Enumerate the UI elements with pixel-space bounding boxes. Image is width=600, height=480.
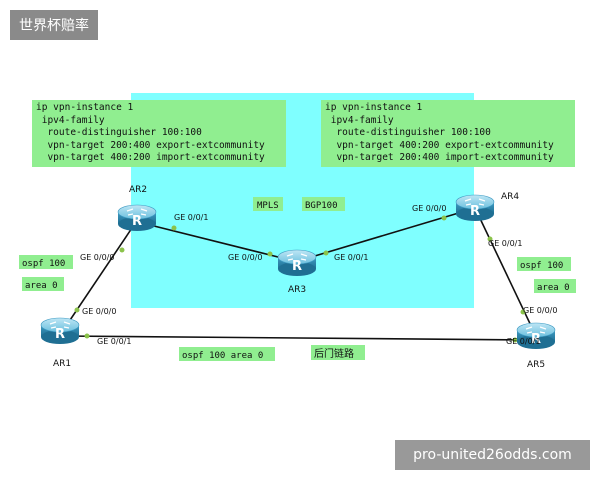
interface-label-ar3-ar4: GE 0/0/1 — [334, 253, 368, 262]
interface-label-ar1-ar2: GE 0/0/0 — [82, 307, 116, 316]
port-dot — [520, 309, 526, 315]
port-dot — [171, 225, 177, 231]
router-icon-ar5[interactable]: R — [516, 322, 556, 349]
router-label-ar5: AR5 — [527, 360, 545, 370]
port-dot — [84, 333, 90, 339]
ospf-left-label: ospf 100 — [22, 259, 65, 269]
svg-text:R: R — [292, 259, 302, 274]
watermark-badge: 世界杯赔率 — [10, 10, 98, 40]
interface-label-ar4-ar3: GE 0/0/0 — [412, 204, 446, 213]
config-line: vpn-target 200:400 import-extcommunity — [325, 152, 554, 163]
router-icon-ar3[interactable]: R — [277, 249, 317, 276]
config-line: route-distinguisher 100:100 — [325, 127, 491, 138]
config-line: vpn-target 400:200 export-extcommunity — [325, 139, 554, 151]
router-icon-ar1[interactable]: R — [40, 317, 80, 344]
bgp-label-box: BGP100 — [302, 197, 345, 211]
router-icon-ar4[interactable]: R — [455, 194, 495, 221]
port-dot — [441, 215, 447, 221]
backdoor-label: 后门链路 — [314, 347, 354, 360]
interface-label-ar2-ar3: GE 0/0/1 — [174, 213, 208, 222]
area-right-label: area 0 — [537, 283, 570, 293]
port-dot — [74, 307, 80, 313]
port-dot — [323, 250, 329, 256]
area-left-label-box: area 0 — [22, 277, 64, 291]
site-watermark-footer: pro-united26odds.com — [395, 440, 590, 470]
config-line: ipv4-family — [325, 114, 394, 126]
router-label-ar3: AR3 — [288, 285, 306, 295]
config-line: ipv4-family — [36, 114, 105, 126]
config-line: ip vpn-instance 1 — [325, 102, 423, 113]
config-line: vpn-target 400:200 import-extcommunity — [36, 152, 265, 163]
port-dot — [267, 251, 273, 257]
svg-text:R: R — [470, 204, 480, 219]
router-icon-ar2[interactable]: R — [117, 204, 157, 231]
port-dots — [74, 215, 526, 343]
ospf-bottom-label: ospf 100 area 0 — [182, 351, 263, 361]
port-dot — [119, 247, 125, 253]
link-ar2-ar1 — [61, 221, 137, 333]
router-label-ar2: AR2 — [129, 185, 147, 195]
svg-text:R: R — [132, 214, 142, 229]
ospf-left-label-box: ospf 100 — [19, 255, 73, 269]
bgp-label: BGP100 — [305, 201, 338, 211]
interface-label-ar5-ar4: GE 0/0/0 — [523, 306, 557, 315]
interface-label-ar3-ar2: GE 0/0/0 — [228, 253, 262, 262]
ospf-right-label: ospf 100 — [520, 261, 563, 271]
mpls-label-box: MPLS — [253, 197, 283, 211]
config-line: ip vpn-instance 1 — [36, 102, 134, 113]
mpls-label: MPLS — [257, 201, 279, 211]
config-line: vpn-target 200:400 export-extcommunity — [36, 139, 265, 151]
interface-label-ar1-ar5: GE 0/0/1 — [97, 337, 131, 346]
port-dot — [512, 337, 518, 343]
interface-label-ar5-ar1: GE 0/0/1 — [506, 337, 540, 346]
config-line: route-distinguisher 100:100 — [36, 127, 202, 138]
area-right-label-box: area 0 — [534, 279, 576, 293]
svg-text:R: R — [531, 332, 541, 347]
svg-text:R: R — [55, 327, 65, 342]
interface-label-ar4-ar5: GE 0/0/1 — [488, 239, 522, 248]
backdoor-label-box: 后门链路 — [311, 345, 365, 360]
vpn-config-right: ip vpn-instance 1 ipv4-family route-dist… — [321, 100, 575, 167]
area-left-label: area 0 — [25, 281, 58, 291]
ospf-bottom-label-box: ospf 100 area 0 — [179, 347, 275, 361]
router-label-ar4: AR4 — [501, 192, 519, 202]
interface-label-ar2-ar1: GE 0/0/0 — [80, 253, 114, 262]
port-dot — [487, 236, 493, 242]
vpn-config-left: ip vpn-instance 1 ipv4-family route-dist… — [32, 100, 286, 167]
link-ar1-ar5 — [61, 335, 537, 341]
router-label-ar1: AR1 — [53, 359, 71, 369]
ospf-right-label-box: ospf 100 — [517, 257, 571, 271]
